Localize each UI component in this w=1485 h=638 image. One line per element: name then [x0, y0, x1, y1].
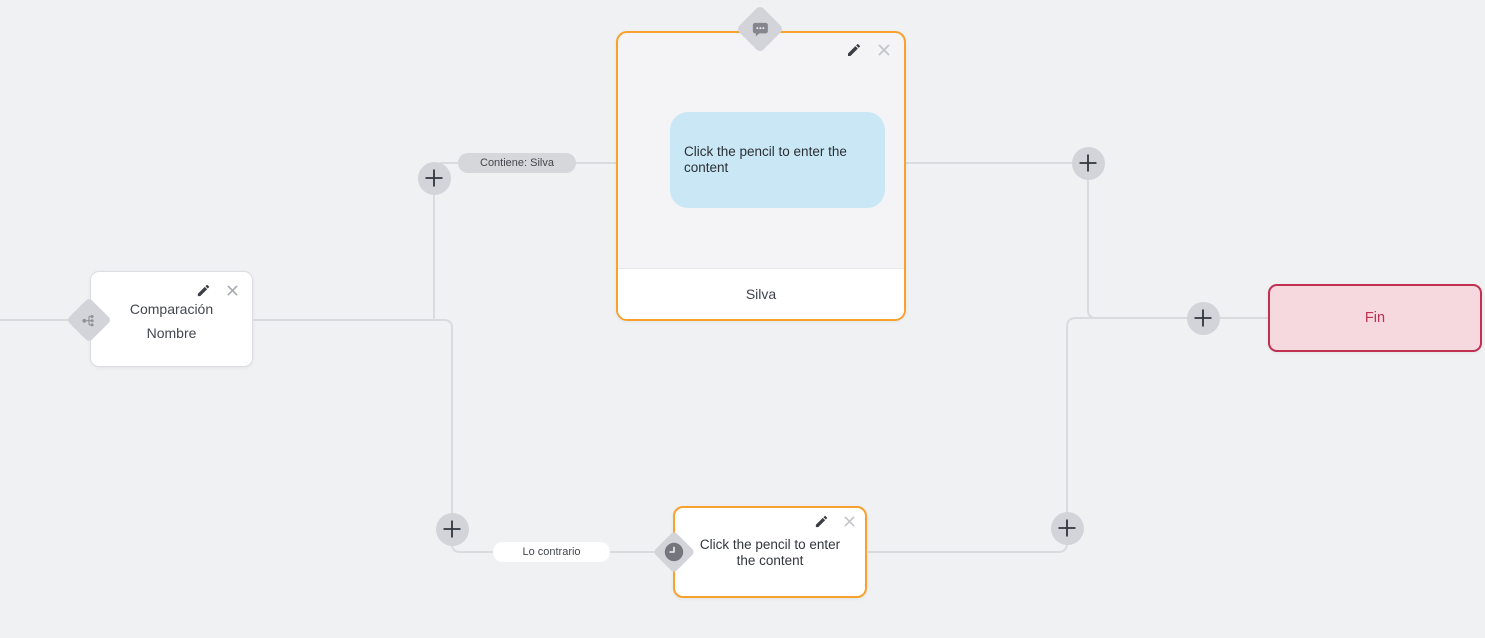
- message-footer-label: Silva: [745, 286, 777, 302]
- branch-icon: [82, 313, 97, 328]
- close-icon[interactable]: [843, 515, 856, 528]
- add-step-button[interactable]: [1186, 301, 1220, 335]
- condition-subtitle: Nombre: [146, 325, 197, 341]
- end-node-label: Fin: [1364, 310, 1386, 326]
- end-node[interactable]: Fin: [1268, 284, 1482, 352]
- pencil-icon[interactable]: [196, 283, 211, 298]
- close-icon[interactable]: [226, 284, 239, 297]
- message-body: Click the pencil to enter the content: [618, 33, 904, 268]
- message-node-handle: [735, 4, 785, 54]
- connector-otherwise-branch: [253, 319, 655, 553]
- pencil-icon[interactable]: [814, 514, 829, 529]
- condition-title: Comparación: [129, 301, 214, 317]
- clock-icon: [664, 542, 684, 562]
- pencil-icon[interactable]: [846, 42, 862, 58]
- plus-icon: [1079, 154, 1097, 172]
- delay-node-handle: [652, 530, 696, 574]
- edge-label-contains: Contiene: Silva: [458, 153, 576, 173]
- condition-node-handle: [66, 297, 112, 343]
- plus-icon: [425, 169, 443, 187]
- delay-node[interactable]: Click the pencil to enter the content: [673, 506, 867, 598]
- connector-message-to-end: [906, 162, 1203, 319]
- chat-bubble-icon: [752, 21, 769, 37]
- add-step-button[interactable]: [1071, 146, 1105, 180]
- add-step-button[interactable]: [1050, 511, 1084, 545]
- connector-delay-to-end: [868, 317, 1268, 553]
- plus-icon: [1194, 309, 1212, 327]
- add-step-button[interactable]: [435, 512, 469, 546]
- edge-label-otherwise: Lo contrario: [493, 542, 610, 562]
- message-node[interactable]: Click the pencil to enter the content Si…: [616, 31, 906, 321]
- message-footer: Silva: [618, 268, 904, 319]
- message-preview-bubble: Click the pencil to enter the content: [670, 112, 885, 208]
- condition-node[interactable]: Comparación Nombre: [90, 271, 253, 367]
- delay-placeholder-text: Click the pencil to enter the content: [699, 537, 841, 568]
- plus-icon: [443, 520, 461, 538]
- plus-icon: [1058, 519, 1076, 537]
- add-step-button[interactable]: [417, 161, 451, 195]
- message-placeholder-text: Click the pencil to enter the content: [684, 143, 847, 176]
- close-icon[interactable]: [877, 43, 891, 57]
- connector-contains-branch: [433, 162, 616, 320]
